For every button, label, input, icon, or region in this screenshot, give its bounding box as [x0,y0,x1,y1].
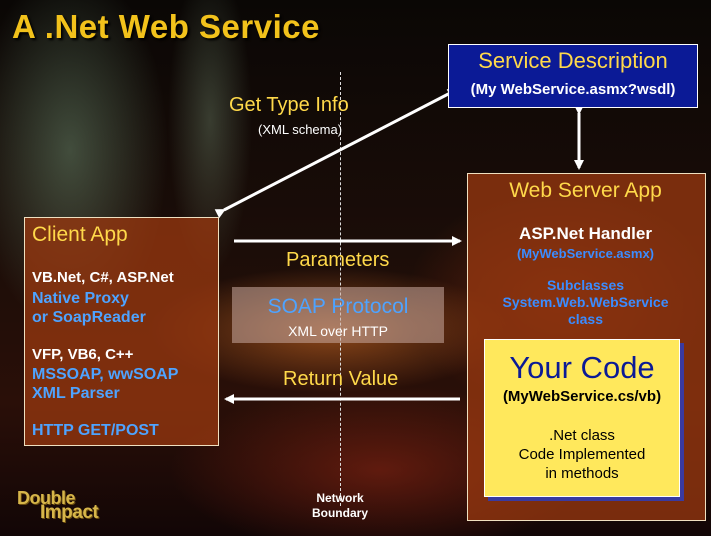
page-title: A .Net Web Service [12,8,320,45]
client-group2-languages: VFP, VB6, C++ [32,346,134,363]
get-type-info-sublabel: (XML schema) [258,122,343,137]
soap-protocol-box: SOAP Protocol XML over HTTP [232,287,444,343]
client-http-label: HTTP GET/POST [32,422,159,439]
asp-net-handler-file: (MyWebService.asmx) [516,246,655,261]
double-impact-logo: Double [17,488,76,508]
your-code-file: (MyWebService.cs/vb) [502,388,662,405]
parameters-label: Parameters [286,249,390,271]
service-description-box: Service Description (My WebService.asmx?… [448,44,698,108]
asp-net-handler-title: ASP.Net Handler [519,224,652,243]
client-group1-languages: VB.Net, C#, ASP.Net [32,269,174,286]
get-type-info-arrow [214,88,458,219]
your-code-title: Your Code [509,350,655,385]
network-boundary-label: Network Boundary [311,491,368,520]
get-type-info-label: Get Type Info [229,94,349,116]
your-code-description: .Net class Code Implemented in methods [518,427,646,482]
return-value-label: Return Value [283,368,399,390]
web-server-app-title: Web Server App [509,179,662,202]
subclasses-text: Subclasses System.Web.WebService class [502,277,669,327]
your-code-box: Your Code (MyWebService.cs/vb) .Net clas… [484,339,680,497]
client-group1-tools: Native Proxy or SoapReader [32,290,146,326]
soap-protocol-title: SOAP Protocol [267,295,409,318]
double-impact-logo-line2: Impact [40,502,99,523]
client-app-box [24,217,219,446]
service-description-title: Service Description [478,48,668,73]
service-description-url: (My WebService.asmx?wsdl) [470,81,676,98]
client-group2-tools: MSSOAP, wwSOAP XML Parser [32,366,179,402]
soap-protocol-sub: XML over HTTP [288,323,388,339]
client-app-title: Client App [32,223,128,246]
